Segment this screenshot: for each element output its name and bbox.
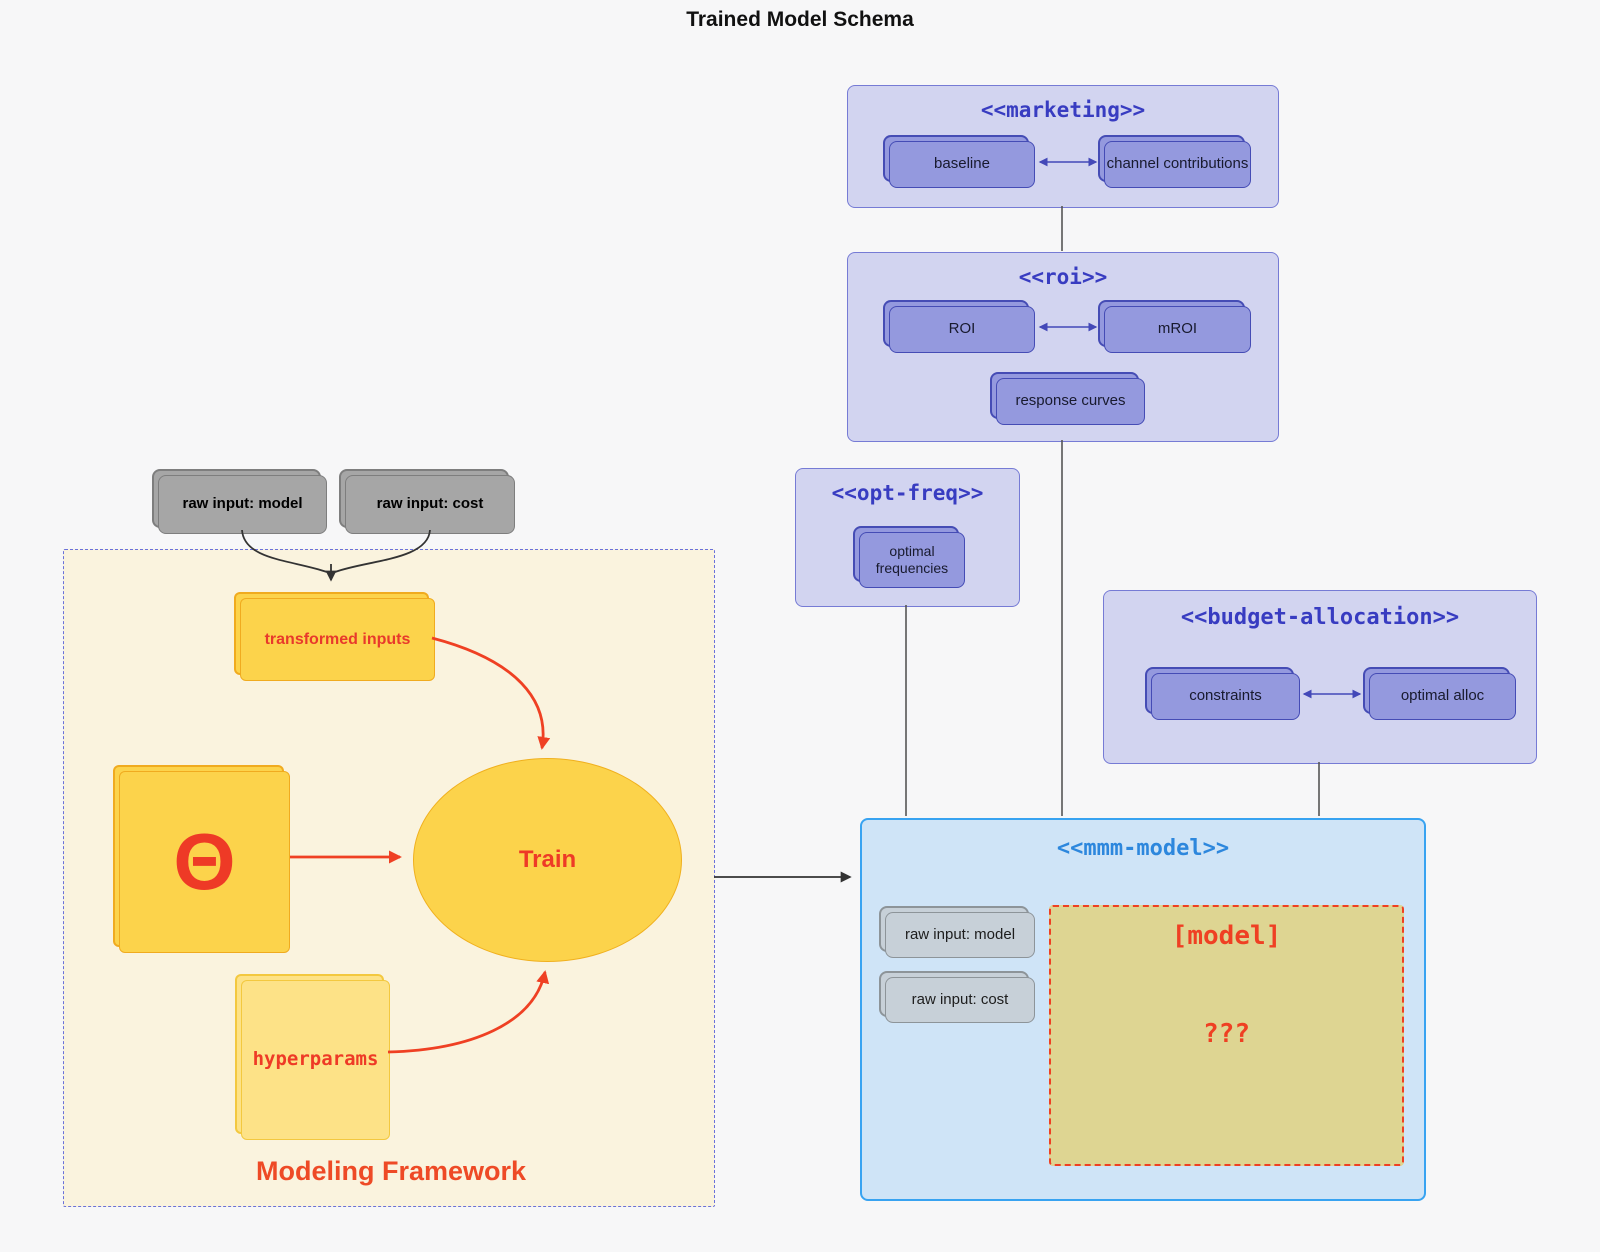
node-mmm-raw-input-cost-label: raw input: cost	[911, 990, 1009, 1008]
package-budget-allocation-title: <<budget-allocation>>	[1180, 605, 1460, 630]
node-optimal-frequencies-label: optimal frequencies	[875, 542, 949, 577]
node-mmm-raw-input-cost: raw input: cost	[885, 977, 1035, 1023]
package-mmm-model: <<mmm-model>> raw input: model raw input…	[860, 818, 1426, 1201]
node-roi: ROI	[889, 306, 1035, 353]
node-optimal-alloc: optimal alloc	[1369, 673, 1516, 720]
node-mmm-raw-input-model-label: raw input: model	[904, 925, 1016, 943]
package-marketing: <<marketing>> baseline channel contribut…	[847, 85, 1279, 208]
model-placeholder-box: [model] ???	[1049, 905, 1404, 1166]
package-roi: <<roi>> ROI mROI response curves	[847, 252, 1279, 442]
node-train: Train	[413, 758, 682, 962]
node-response-curves: response curves	[996, 378, 1145, 425]
node-baseline: baseline	[889, 141, 1035, 188]
node-response-curves-label: response curves	[1015, 392, 1126, 410]
modeling-framework-label: Modeling Framework	[255, 1156, 527, 1186]
node-raw-input-cost-label: raw input: cost	[376, 495, 484, 513]
node-constraints-label: constraints	[1189, 687, 1262, 705]
node-raw-input-cost: raw input: cost	[345, 475, 515, 534]
node-roi-label: ROI	[948, 320, 976, 338]
node-baseline-label: baseline	[934, 155, 990, 173]
node-channel-contributions: channel contributions	[1104, 141, 1251, 188]
package-marketing-title: <<marketing>>	[980, 98, 1146, 122]
package-opt-freq-title: <<opt-freq>>	[831, 481, 984, 505]
diagram-title: Trained Model Schema	[686, 8, 914, 31]
node-mroi-label: mROI	[1157, 320, 1198, 338]
node-raw-input-model: raw input: model	[158, 475, 327, 534]
node-constraints: constraints	[1151, 673, 1300, 720]
node-hyperparams: hyperparams	[241, 980, 390, 1140]
node-theta: Θ	[119, 771, 290, 953]
node-raw-input-model-label: raw input: model	[182, 495, 303, 513]
node-transformed-inputs-label: transformed inputs	[264, 630, 411, 648]
package-budget-allocation: <<budget-allocation>> constraints optima…	[1103, 590, 1537, 764]
node-channel-contributions-label: channel contributions	[1106, 155, 1249, 173]
package-roi-title: <<roi>>	[1018, 265, 1108, 289]
node-transformed-inputs: transformed inputs	[240, 598, 435, 681]
node-hyperparams-label: hyperparams	[252, 1048, 379, 1071]
node-optimal-frequencies: optimal frequencies	[859, 532, 965, 588]
package-modeling-framework: transformed inputs Θ Train hyperparams M…	[63, 549, 715, 1207]
node-train-label: Train	[518, 846, 577, 873]
node-mroi: mROI	[1104, 306, 1251, 353]
package-mmm-model-title: <<mmm-model>>	[1056, 836, 1230, 861]
model-placeholder-title: [model]	[1171, 921, 1282, 951]
model-placeholder-body: ???	[1203, 1019, 1250, 1049]
package-opt-freq: <<opt-freq>> optimal frequencies	[795, 468, 1020, 607]
node-theta-label: Θ	[173, 817, 236, 906]
node-optimal-alloc-label: optimal alloc	[1400, 687, 1485, 705]
node-mmm-raw-input-model: raw input: model	[885, 912, 1035, 958]
